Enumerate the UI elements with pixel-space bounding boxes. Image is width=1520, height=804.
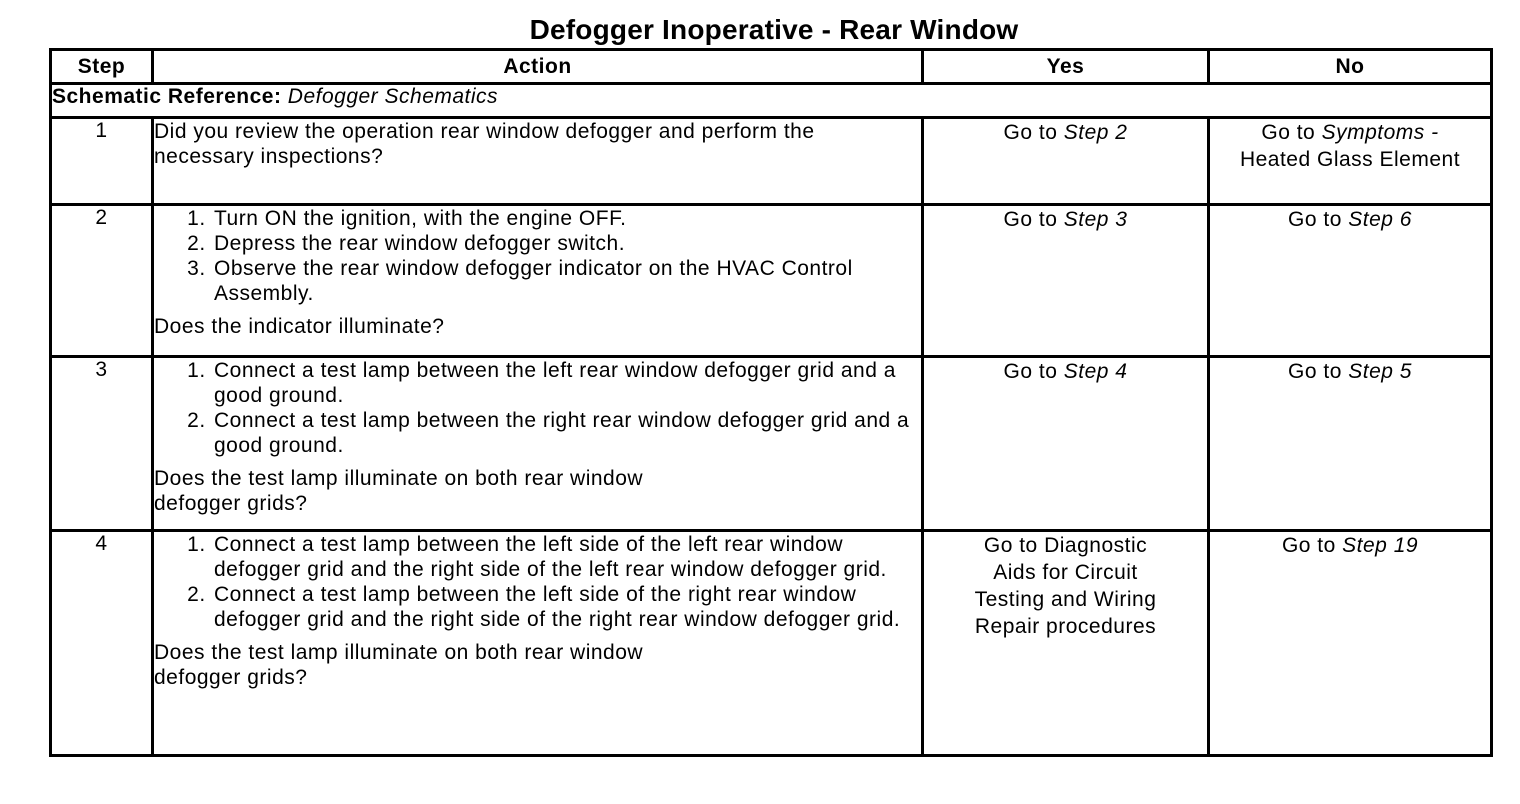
- no-cell: Go to Step 6: [1207, 203, 1493, 358]
- table-row-step-2: 2 Turn ON the ignition, with the engine …: [49, 203, 1493, 358]
- step-number: 2: [49, 203, 154, 358]
- yes-cell: Go to Step 3: [921, 203, 1210, 358]
- no-step-link[interactable]: Step 5: [1348, 360, 1412, 383]
- yes-step-link[interactable]: Step 3: [1063, 208, 1128, 231]
- substep: Connect a test lamp between the left sid…: [212, 532, 921, 582]
- substep: Depress the rear window defogger switch.: [212, 231, 921, 256]
- substep: Connect a test lamp between the left rea…: [212, 358, 921, 408]
- substep: Connect a test lamp between the left sid…: [212, 582, 921, 632]
- no-symptoms-link[interactable]: Symptoms -: [1321, 121, 1439, 144]
- action-cell: Connect a test lamp between the left sid…: [151, 529, 924, 757]
- no-prefix: Go to: [1288, 208, 1342, 231]
- step-number: 4: [49, 529, 154, 757]
- no-cell: Go to Step 19: [1207, 529, 1493, 757]
- header-action: Action: [151, 48, 924, 85]
- yes-step-link[interactable]: Step 4: [1063, 360, 1128, 383]
- page-title: Defogger Inoperative - Rear Window: [529, 14, 1019, 45]
- yes-cell: Go to Diagnostic Aids for Circuit Testin…: [921, 529, 1210, 757]
- action-question: Does the test lamp illuminate on both re…: [154, 641, 644, 689]
- schematic-label: Schematic Reference:: [52, 85, 282, 108]
- yes-cell: Go to Step 2: [921, 116, 1210, 206]
- no-prefix: Go to: [1261, 121, 1316, 144]
- schematic-reference-row: Schematic Reference: Defogger Schematics: [49, 82, 1493, 119]
- action-question: Does the test lamp illuminate on both re…: [154, 467, 644, 515]
- yes-prefix: Go to: [1003, 208, 1058, 231]
- substep: Observe the rear window defogger indicat…: [212, 256, 921, 306]
- header-yes: Yes: [921, 48, 1210, 85]
- schematic-link[interactable]: Defogger Schematics: [287, 85, 499, 108]
- header-row: Step Action Yes No: [49, 48, 1493, 85]
- action-cell: Turn ON the ignition, with the engine OF…: [151, 203, 924, 358]
- yes-prefix: Go to: [1003, 121, 1058, 144]
- header-no: No: [1207, 48, 1493, 85]
- step-number: 3: [49, 355, 154, 532]
- substep-list: Connect a test lamp between the left rea…: [154, 358, 921, 458]
- substep-list: Connect a test lamp between the left sid…: [154, 532, 921, 632]
- no-prefix: Go to: [1281, 534, 1336, 557]
- no-cell: Go to Step 5: [1207, 355, 1493, 532]
- table-row-step-3: 3 Connect a test lamp between the left r…: [49, 355, 1493, 532]
- no-step-link[interactable]: Step 19: [1342, 534, 1419, 557]
- schematic-reference: Schematic Reference: Defogger Schematics: [49, 82, 1493, 119]
- substep: Connect a test lamp between the right re…: [212, 408, 921, 458]
- substep-list: Turn ON the ignition, with the engine OF…: [154, 206, 921, 306]
- yes-cell: Go to Step 4: [921, 355, 1210, 532]
- no-cell: Go to Symptoms - Heated Glass Element: [1207, 116, 1493, 206]
- diagnostic-table: Step Action Yes No Schematic Reference: …: [49, 48, 1493, 757]
- action-cell: Connect a test lamp between the left rea…: [151, 355, 924, 532]
- yes-prefix: Go to: [1003, 360, 1058, 383]
- yes-diagnostic-aids-link[interactable]: Go to Diagnostic Aids for Circuit Testin…: [974, 534, 1157, 638]
- no-prefix: Go to: [1288, 360, 1342, 383]
- header-step: Step: [49, 48, 154, 85]
- step-number: 1: [49, 116, 154, 206]
- action-cell: Did you review the operation rear window…: [151, 116, 924, 206]
- table-row-step-4: 4 Connect a test lamp between the left s…: [49, 529, 1493, 757]
- no-rest: Heated Glass Element: [1239, 148, 1461, 171]
- action-question: Did you review the operation rear window…: [154, 120, 815, 168]
- substep: Turn ON the ignition, with the engine OF…: [212, 206, 921, 231]
- table-row-step-1: 1 Did you review the operation rear wind…: [49, 116, 1493, 206]
- no-step-link[interactable]: Step 6: [1348, 208, 1412, 231]
- action-question: Does the indicator illuminate?: [154, 315, 445, 338]
- yes-step-link[interactable]: Step 2: [1063, 121, 1128, 144]
